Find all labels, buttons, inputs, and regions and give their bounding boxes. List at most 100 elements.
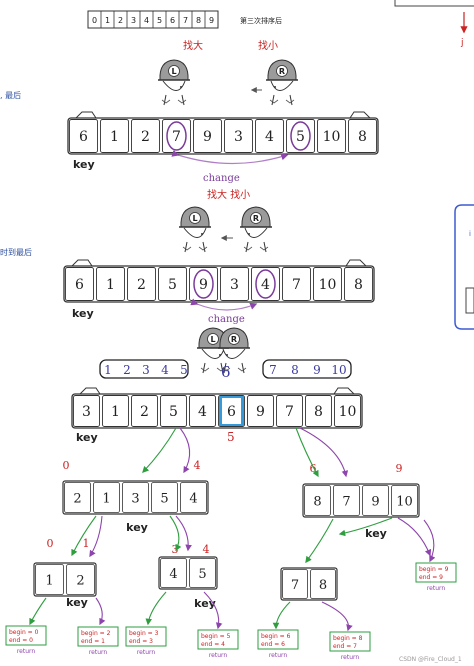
array-cell: 2 [131, 395, 158, 427]
watermark: CSDN @Fire_Cloud_1 [399, 656, 462, 663]
begin-value: begin = 6 [261, 633, 291, 640]
pointer-letter: L [171, 67, 176, 76]
array-cell: 8 [344, 267, 373, 301]
array-value: 8 [354, 277, 363, 293]
split-arrow [299, 427, 349, 478]
left-range-value: 3 [142, 363, 150, 377]
swap-arrow-2 [190, 298, 258, 311]
array-cell: 5 [158, 267, 187, 301]
return-label: return [89, 649, 108, 656]
return-arrow [29, 597, 47, 626]
range-index-label: 6 [310, 462, 317, 475]
pointer-character: L [179, 206, 211, 253]
array-cell: 4 [251, 267, 280, 301]
find-label-2: 找大 找小 [207, 188, 250, 201]
top-strip-digit: 7 [183, 16, 188, 25]
range-index-label: 0 [63, 459, 70, 472]
array-value: 1 [111, 404, 120, 420]
array-cell: 6 [218, 395, 245, 427]
split-arrow [179, 427, 191, 474]
array-cell: 10 [313, 267, 342, 301]
tree-key-label: key [66, 596, 88, 609]
return-label: return [269, 652, 288, 659]
end-value: end = 4 [201, 641, 225, 648]
end-value: end = 6 [261, 641, 285, 648]
pointer-character: L [197, 327, 229, 374]
tree-cell-value: 10 [396, 495, 413, 510]
key-label-3: key [76, 431, 98, 444]
array-value: 9 [256, 404, 265, 420]
range-index-label: 4 [194, 459, 201, 472]
array-value: 6 [227, 404, 236, 420]
array-value: 6 [75, 277, 84, 293]
array-value: 3 [82, 404, 91, 420]
array-value: 3 [234, 129, 243, 145]
tree-cell-value: 2 [76, 574, 84, 589]
array-value: 10 [319, 277, 337, 293]
svg-text:j: j [460, 38, 464, 48]
array-cell: 9 [247, 395, 274, 427]
return-arrow [203, 591, 223, 630]
right-range-value: 9 [313, 363, 321, 377]
tree-cell-value: 3 [131, 492, 139, 507]
circle-marker [193, 269, 214, 299]
top-strip-caption: 第三次排序后 [240, 16, 282, 25]
end-value: end = 7 [333, 643, 357, 650]
tree-cell-value: 5 [198, 567, 206, 582]
pointer-character: R [266, 59, 298, 106]
pivot-index-label: 5 [227, 430, 235, 444]
tree-cell-value: 4 [169, 567, 177, 582]
tree-cell-value: 7 [342, 495, 350, 510]
meet-value: 6 [221, 363, 231, 381]
array-value: 2 [140, 404, 149, 420]
pointer-character: L [158, 59, 190, 106]
split-arrow [295, 427, 319, 478]
array-cell: 8 [348, 119, 377, 153]
top-right-box [394, 0, 474, 7]
array-value: 10 [323, 129, 341, 145]
tree-cell-value: 8 [313, 495, 321, 510]
array-value: 7 [172, 129, 181, 145]
array-cell: 10 [334, 395, 361, 427]
array-cell: 5 [286, 119, 315, 153]
split-arrow [89, 515, 103, 558]
begin-value: begin = 9 [419, 566, 449, 573]
top-strip-digit: 6 [170, 16, 175, 25]
array-cell: 3 [73, 395, 100, 427]
right-range-value: 10 [331, 363, 346, 377]
top-strip-digit: 0 [92, 16, 97, 25]
array-value: 4 [198, 404, 207, 420]
array-value: 9 [199, 277, 208, 293]
begin-value: begin = 5 [201, 633, 231, 640]
left-range-value: 1 [104, 363, 112, 377]
end-value: end = 9 [419, 574, 443, 581]
split-arrow [338, 517, 393, 537]
array-value: 8 [314, 404, 323, 420]
split-arrow [397, 517, 432, 557]
top-strip-digit: 4 [144, 16, 149, 25]
tree-key-label: key [194, 597, 216, 610]
split-arrow [169, 515, 182, 552]
return-label: return [209, 652, 228, 659]
array-cell: 1 [100, 119, 129, 153]
key-label-2: key [72, 307, 94, 320]
array-value: 4 [265, 129, 274, 145]
range-index-label: 1 [83, 537, 90, 550]
array-value: 9 [203, 129, 212, 145]
swap-label-1: change [203, 173, 240, 184]
tree-key-label: key [365, 527, 387, 540]
array-cell: 10 [317, 119, 346, 153]
